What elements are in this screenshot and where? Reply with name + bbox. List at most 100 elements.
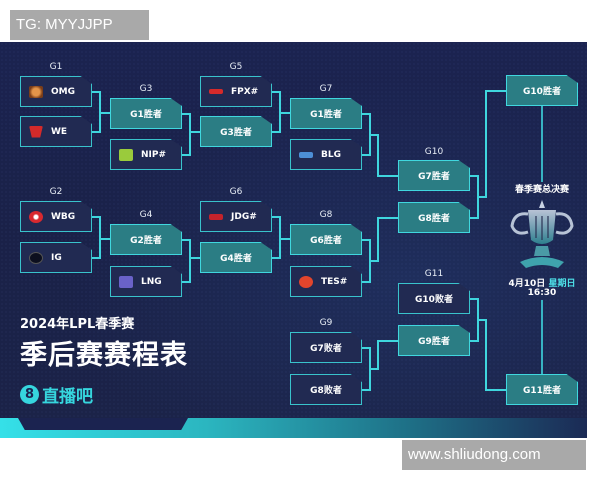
game-label-g2: G2 bbox=[49, 187, 63, 197]
game-label-g9: G9 bbox=[319, 318, 333, 328]
blg-logo-icon bbox=[299, 151, 313, 158]
connector bbox=[485, 319, 487, 390]
page-subtitle: 2024年LPL春季赛 bbox=[20, 317, 135, 332]
bottom-notch bbox=[18, 418, 188, 430]
slot-tes[interactable]: TES# bbox=[290, 266, 362, 297]
slot-blg[interactable]: BLG bbox=[290, 139, 362, 170]
connector bbox=[377, 134, 379, 176]
connector bbox=[377, 217, 398, 219]
trophy-icon bbox=[510, 200, 574, 268]
connector bbox=[377, 175, 398, 177]
connector bbox=[485, 90, 487, 198]
team-name: OMG bbox=[51, 86, 75, 97]
slot-wbg[interactable]: WBG bbox=[20, 201, 92, 232]
connector bbox=[272, 216, 280, 218]
wbg-logo-icon bbox=[29, 210, 43, 223]
slot-name: G7胜者 bbox=[418, 172, 450, 182]
slot-g1-winner[interactable]: G1胜者 bbox=[110, 98, 182, 129]
connector bbox=[189, 131, 200, 133]
connector bbox=[362, 154, 370, 156]
team-name: TES# bbox=[321, 276, 348, 287]
slot-g2-winner[interactable]: G2胜者 bbox=[110, 224, 182, 255]
slot-g8-winner[interactable]: G8胜者 bbox=[398, 202, 470, 233]
slot-g3-winner[interactable]: G3胜者 bbox=[200, 116, 272, 147]
slot-name: G11胜者 bbox=[523, 386, 561, 396]
we-logo-icon bbox=[29, 125, 43, 138]
slot-name: G3胜者 bbox=[220, 128, 252, 138]
slot-name: G10胜者 bbox=[523, 87, 561, 97]
slot-g10-loser[interactable]: G10败者 bbox=[398, 283, 470, 314]
finals-time: 16:30 bbox=[527, 288, 557, 298]
ig-logo-icon bbox=[29, 251, 43, 264]
slot-g11-winner[interactable]: G11胜者 bbox=[506, 374, 578, 405]
slot-name: G8败者 bbox=[310, 386, 342, 396]
connector bbox=[92, 216, 100, 218]
brand-name: 直播吧 bbox=[42, 387, 93, 407]
connector bbox=[478, 196, 486, 198]
connector bbox=[377, 340, 379, 370]
connector bbox=[182, 281, 190, 283]
fpx-logo-icon bbox=[209, 89, 223, 94]
team-name: IG bbox=[51, 252, 62, 263]
slot-g7-loser[interactable]: G7败者 bbox=[290, 332, 362, 363]
game-label-g4: G4 bbox=[139, 210, 153, 220]
finals-title: 春季赛总决赛 bbox=[514, 185, 569, 195]
connector bbox=[279, 112, 290, 114]
slot-name: G6胜者 bbox=[310, 236, 342, 246]
connector bbox=[272, 131, 280, 133]
team-name: WBG bbox=[51, 211, 76, 222]
game-label-g8: G8 bbox=[319, 210, 333, 220]
omg-logo-icon bbox=[29, 85, 43, 98]
connector bbox=[370, 368, 378, 370]
slot-g6-winner[interactable]: G6胜者 bbox=[290, 224, 362, 255]
slot-we[interactable]: WE bbox=[20, 116, 92, 147]
connector bbox=[470, 340, 478, 342]
connector bbox=[99, 216, 101, 259]
connector bbox=[362, 113, 370, 115]
connector bbox=[362, 281, 370, 283]
game-label-g5: G5 bbox=[229, 62, 243, 72]
slot-fpx[interactable]: FPX# bbox=[200, 76, 272, 107]
game-label-g3: G3 bbox=[139, 84, 153, 94]
connector bbox=[470, 298, 478, 300]
connector bbox=[182, 239, 190, 241]
slot-g7-g1-winner[interactable]: G1胜者 bbox=[290, 98, 362, 129]
brand-number-icon: 8 bbox=[20, 385, 39, 404]
finals-date: 4月10日 星期日 bbox=[494, 276, 590, 289]
watermark-bottom: www.shliudong.com bbox=[402, 440, 586, 470]
page-title: 季后赛赛程表 bbox=[20, 340, 188, 371]
slot-g10-winner[interactable]: G10胜者 bbox=[506, 75, 578, 106]
connector bbox=[99, 238, 110, 240]
connector bbox=[362, 347, 370, 349]
game-label-g6: G6 bbox=[229, 187, 243, 197]
slot-nip[interactable]: NIP# bbox=[110, 139, 182, 170]
connector bbox=[189, 113, 191, 156]
slot-name: G9胜者 bbox=[418, 337, 450, 347]
slot-g8-loser[interactable]: G8败者 bbox=[290, 374, 362, 405]
connector bbox=[182, 113, 190, 115]
connector bbox=[182, 154, 190, 156]
connector bbox=[272, 257, 280, 259]
connector bbox=[362, 239, 370, 241]
connector bbox=[370, 134, 378, 136]
connector bbox=[189, 257, 200, 259]
connector bbox=[362, 389, 370, 391]
slot-g9-winner[interactable]: G9胜者 bbox=[398, 325, 470, 356]
slot-g7-winner[interactable]: G7胜者 bbox=[398, 160, 470, 191]
slot-name: G7败者 bbox=[310, 344, 342, 354]
slot-g4-winner[interactable]: G4胜者 bbox=[200, 242, 272, 273]
connector bbox=[92, 91, 100, 93]
connector bbox=[92, 257, 100, 259]
connector bbox=[279, 216, 281, 259]
game-label-g10: G10 bbox=[424, 147, 444, 157]
slot-jdg[interactable]: JDG# bbox=[200, 201, 272, 232]
slot-omg[interactable]: OMG bbox=[20, 76, 92, 107]
game-label-g11: G11 bbox=[424, 269, 444, 279]
connector bbox=[470, 175, 478, 177]
game-label-g7: G7 bbox=[319, 84, 333, 94]
slot-lng[interactable]: LNG bbox=[110, 266, 182, 297]
finals-connector bbox=[541, 106, 543, 182]
connector bbox=[99, 112, 110, 114]
connector bbox=[272, 91, 280, 93]
slot-ig[interactable]: IG bbox=[20, 242, 92, 273]
